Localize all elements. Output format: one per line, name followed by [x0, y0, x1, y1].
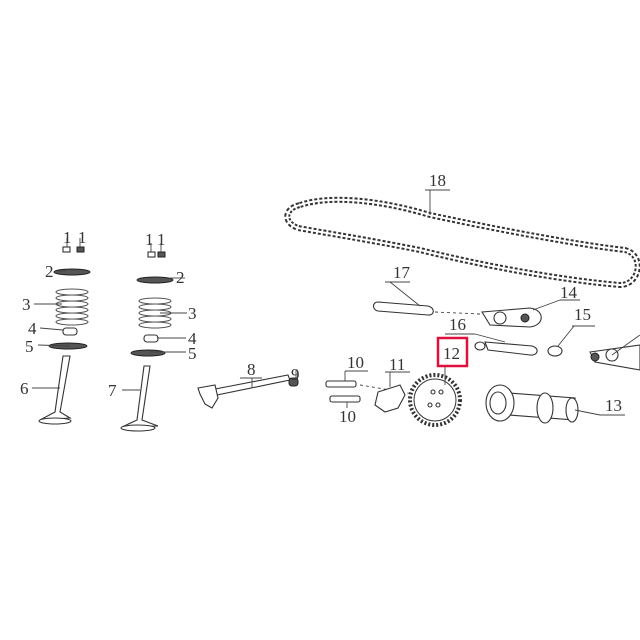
label-4: 4 [28, 319, 37, 338]
rocker-arm-pin[interactable] [474, 341, 538, 356]
camshaft[interactable] [485, 384, 579, 424]
cam-sprocket[interactable] [408, 373, 462, 427]
label-13: 13 [605, 396, 622, 415]
washer[interactable] [547, 345, 563, 357]
label-1: 1 [63, 228, 72, 247]
label-3: 3 [22, 295, 31, 314]
label-3: 3 [188, 304, 197, 323]
label-11: 11 [389, 355, 405, 374]
rocker-arm-right[interactable] [589, 344, 640, 371]
label-10: 10 [339, 407, 356, 426]
label-16: 16 [449, 315, 466, 334]
label-1: 1 [157, 230, 166, 249]
label-10: 10 [347, 353, 364, 372]
rocker-pin[interactable] [372, 301, 434, 316]
rocker-arm[interactable] [481, 307, 542, 328]
bracket[interactable] [374, 384, 406, 413]
label-5: 5 [25, 337, 34, 356]
label-5: 5 [188, 344, 197, 363]
timing-chain[interactable] [284, 196, 640, 289]
label-18: 18 [429, 171, 446, 190]
valve-assembly-right[interactable] [120, 251, 174, 432]
label-1: 1 [145, 230, 154, 249]
label-1: 1 [78, 228, 87, 247]
label-6: 6 [20, 379, 29, 398]
label-8: 8 [247, 360, 256, 379]
bolts[interactable] [325, 380, 361, 403]
label-9: 9 [291, 365, 300, 384]
label-17: 17 [393, 263, 411, 282]
label-15: 15 [574, 305, 591, 324]
highlight-box-12[interactable] [436, 336, 469, 368]
label-7: 7 [108, 381, 117, 400]
rocker-shaft[interactable] [197, 374, 291, 409]
label-14: 14 [560, 283, 578, 302]
label-4: 4 [188, 329, 197, 348]
label-2: 2 [176, 268, 185, 287]
label-12[interactable]: 12 [443, 344, 460, 363]
label-2: 2 [45, 262, 54, 281]
